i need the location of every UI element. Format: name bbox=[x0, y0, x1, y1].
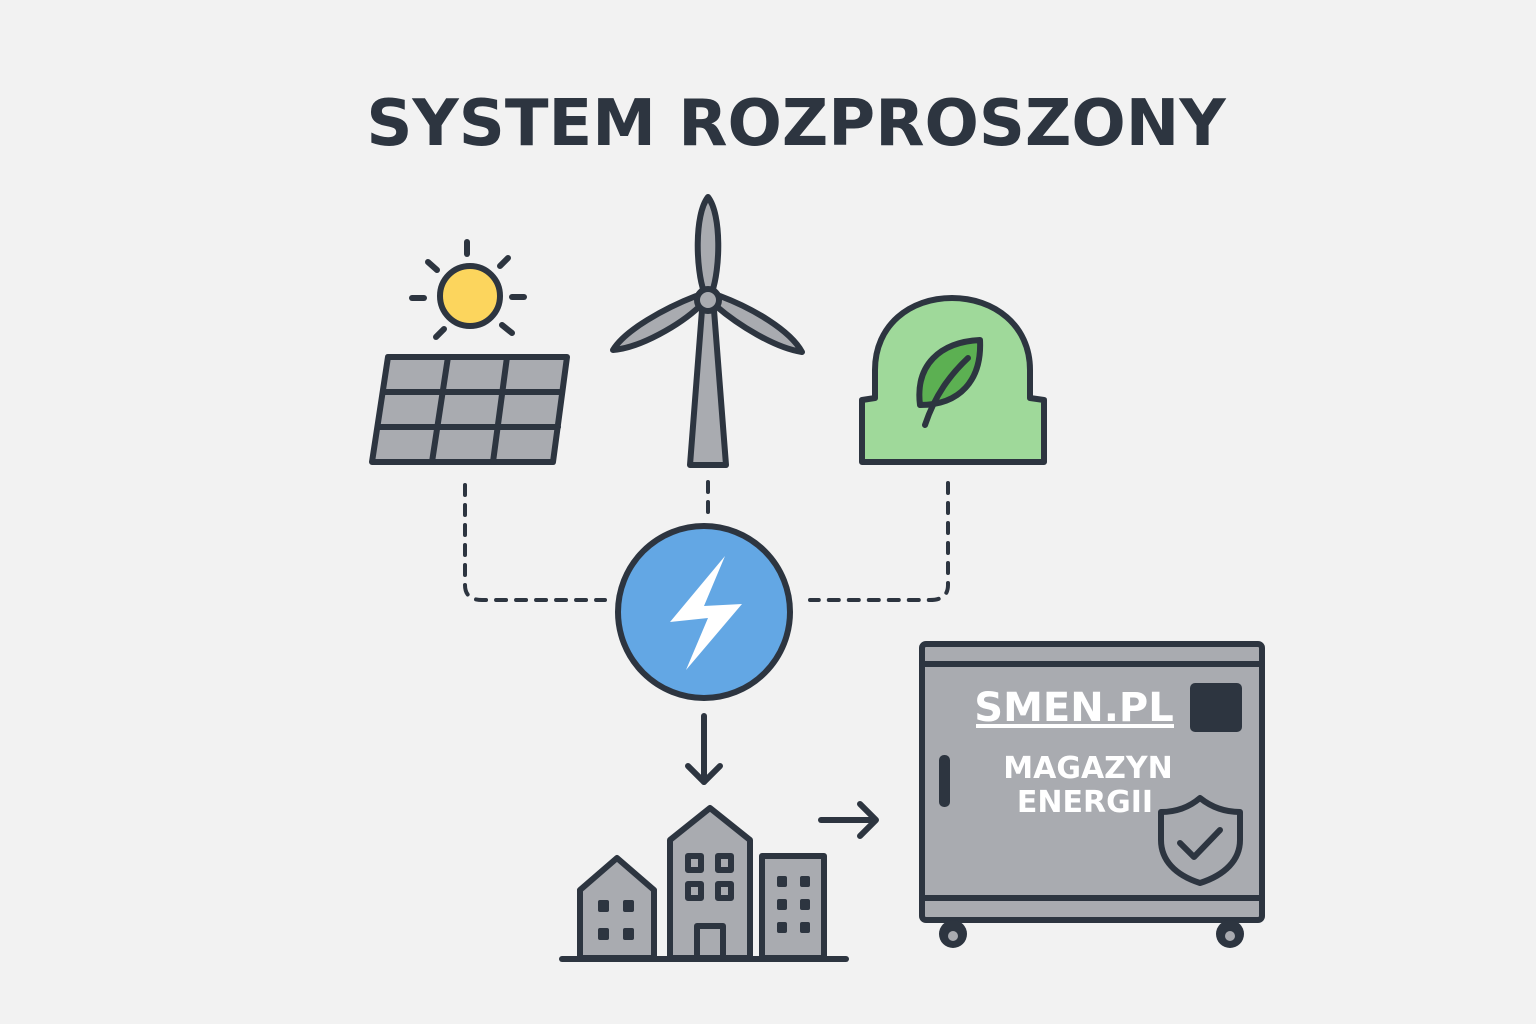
biogas-plant-icon bbox=[859, 295, 1047, 465]
door-handle bbox=[939, 755, 950, 807]
leaf-icon bbox=[916, 337, 984, 408]
storage-label-line1: MAGAZYN bbox=[1003, 751, 1173, 786]
page-title: SYSTEM ROZPROSZONY bbox=[366, 87, 1226, 161]
storage-label-line2: ENERGII bbox=[1017, 785, 1153, 820]
sun-icon bbox=[409, 239, 527, 340]
wind-turbine-icon bbox=[610, 194, 805, 468]
brand-logo: SMEN.PL bbox=[974, 685, 1173, 731]
shield-check-icon bbox=[1158, 795, 1243, 886]
arrow-right-icon bbox=[818, 801, 879, 839]
connector-lines bbox=[463, 480, 950, 602]
buildings-icon bbox=[559, 805, 849, 962]
lightning-hub-icon bbox=[615, 523, 793, 701]
solar-panel-icon bbox=[369, 354, 570, 465]
energy-storage-icon: SMEN.PL MAGAZYN ENERGII bbox=[919, 641, 1265, 948]
display-panel bbox=[1190, 683, 1242, 732]
arrow-down-icon bbox=[685, 713, 723, 785]
